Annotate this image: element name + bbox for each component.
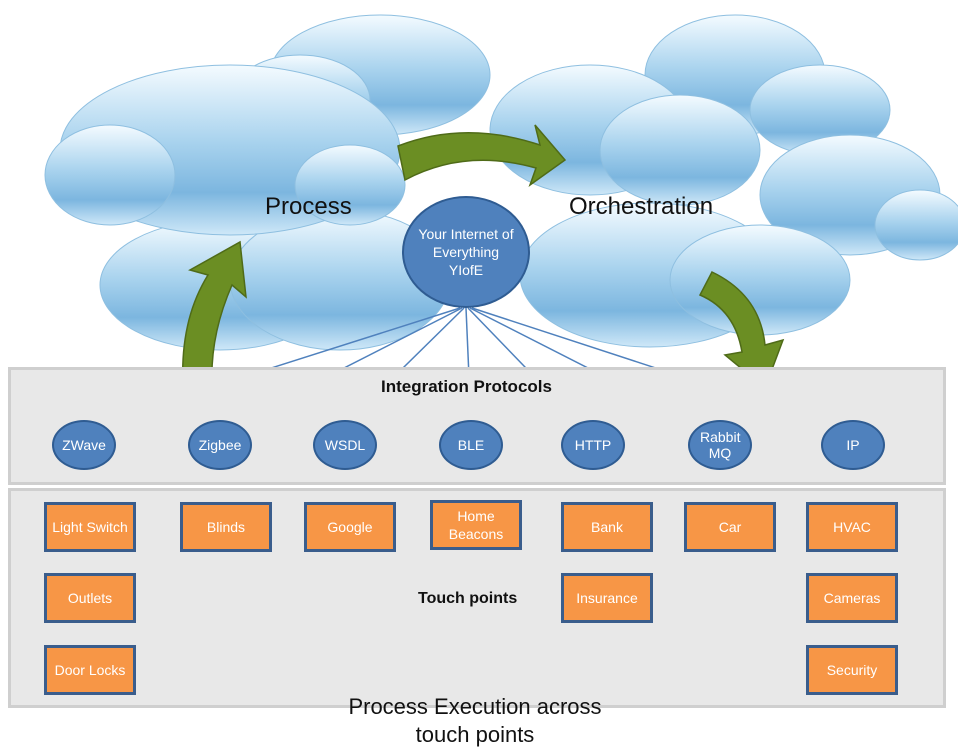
arrow-process-to-orchestration-icon <box>397 124 567 187</box>
touch-point-car: Car <box>684 502 776 552</box>
touch-point-hvac: HVAC <box>806 502 898 552</box>
touch-point-bank: Bank <box>561 502 653 552</box>
protocol-rabbitmq: Rabbit MQ <box>688 420 752 470</box>
hub-line-2: Everything <box>432 244 500 260</box>
yiofe-hub-node: Your Internet of Everything YIofE <box>402 196 530 308</box>
hub-line-3: YIofE <box>448 262 484 278</box>
protocol-wsdl: WSDL <box>313 420 377 470</box>
touch-point-outlets: Outlets <box>44 573 136 623</box>
protocol-zwave: ZWave <box>52 420 116 470</box>
caption-line-1: Process Execution across <box>348 694 602 719</box>
touch-point-blinds: Blinds <box>180 502 272 552</box>
integration-protocols-title: Integration Protocols <box>381 377 552 396</box>
protocol-ip: IP <box>821 420 885 470</box>
cloud-lower-right <box>519 202 851 348</box>
caption-line-2: touch points <box>415 722 535 747</box>
protocol-http: HTTP <box>561 420 625 470</box>
cloud-far-right <box>759 134 958 261</box>
touch-point-home-beacons: Home Beacons <box>430 500 522 550</box>
protocol-ble: BLE <box>439 420 503 470</box>
protocol-rabbitmq-label: Rabbit MQ <box>700 429 741 461</box>
touch-point-cameras: Cameras <box>806 573 898 623</box>
process-execution-caption: Process Execution across touch points <box>250 693 700 749</box>
touch-point-door-locks: Door Locks <box>44 645 136 695</box>
arrow-up-to-process-icon <box>181 240 247 386</box>
touch-point-light-switch: Light Switch <box>44 502 136 552</box>
touch-points-title: Touch points <box>418 590 518 607</box>
touch-point-security: Security <box>806 645 898 695</box>
hub-line-1: Your Internet of <box>418 226 514 242</box>
protocol-zigbee: Zigbee <box>188 420 252 470</box>
touch-point-google: Google <box>304 502 396 552</box>
process-label: Process <box>265 193 352 220</box>
orchestration-label: Orchestration <box>569 193 714 220</box>
touch-point-insurance: Insurance <box>561 573 653 623</box>
